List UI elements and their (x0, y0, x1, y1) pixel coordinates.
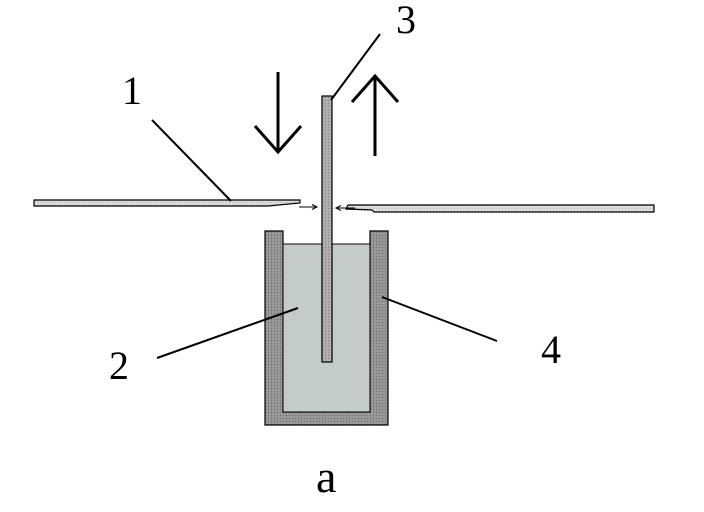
sample-strip (321, 95, 333, 363)
left-gap-arrow-icon (299, 204, 319, 210)
down-arrow-icon (253, 72, 303, 155)
leader-line-4 (381, 296, 498, 342)
label-3: 3 (396, 0, 416, 42)
label-4: 4 (541, 327, 561, 372)
right-gap-arrow-icon (334, 205, 355, 211)
caption: a (316, 451, 336, 502)
up-arrow-icon (350, 73, 400, 156)
label-2: 2 (109, 343, 129, 388)
leader-line-1 (151, 119, 232, 202)
leader-line-3 (330, 33, 381, 101)
leader-line-2 (156, 307, 299, 359)
left-plate (33, 199, 301, 207)
right-plate (345, 204, 655, 213)
label-1: 1 (122, 68, 142, 113)
